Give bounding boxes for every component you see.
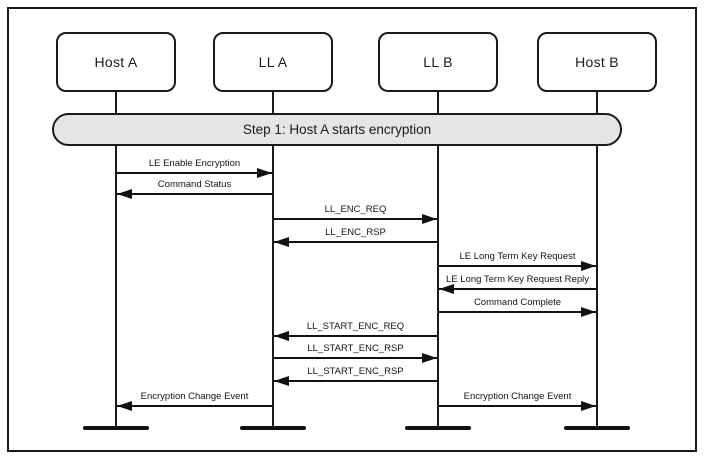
message-arrowhead-icon bbox=[581, 260, 596, 271]
actor-box-ll-b: LL B bbox=[378, 32, 498, 92]
message-arrowhead-icon bbox=[257, 167, 272, 178]
actor-box-host-b: Host B bbox=[537, 32, 657, 92]
message-arrow-line bbox=[274, 241, 437, 243]
message-arrowhead-icon bbox=[117, 400, 132, 411]
actor-box-ll-a: LL A bbox=[213, 32, 333, 92]
message-arrow-line bbox=[274, 380, 437, 382]
message-label: LL_START_ENC_RSP bbox=[307, 343, 404, 354]
message-label: LL_START_ENC_REQ bbox=[306, 321, 405, 332]
lifeline-ll-b bbox=[437, 92, 439, 428]
message-label: Encryption Change Event bbox=[463, 391, 572, 402]
lifeline-ll-a bbox=[272, 92, 274, 428]
actor-label: Host A bbox=[94, 54, 138, 70]
message-arrowhead-icon bbox=[581, 306, 596, 317]
actor-label: Host B bbox=[575, 54, 619, 70]
actor-label: LL B bbox=[423, 54, 453, 70]
message-label: Encryption Change Event bbox=[140, 391, 249, 402]
message-arrow-line bbox=[439, 265, 596, 267]
step-banner-label: Step 1: Host A starts encryption bbox=[242, 122, 432, 137]
message-label: LL_ENC_RSP bbox=[325, 227, 386, 238]
lifeline-end-bar-ll-b bbox=[405, 426, 471, 430]
message-arrowhead-icon bbox=[274, 375, 289, 386]
message-arrow-line bbox=[117, 405, 272, 407]
message-arrow-line bbox=[117, 193, 272, 195]
step-banner: Step 1: Host A starts encryption bbox=[52, 113, 622, 146]
lifeline-host-b bbox=[596, 92, 598, 428]
lifeline-host-a bbox=[115, 92, 117, 428]
message-label: LL_ENC_REQ bbox=[324, 204, 387, 215]
message-label: LE Enable Encryption bbox=[148, 158, 241, 169]
message-arrow-line bbox=[439, 311, 596, 313]
message-arrowhead-icon bbox=[422, 213, 437, 224]
message-arrow-line bbox=[439, 405, 596, 407]
message-label: LL_START_ENC_RSP bbox=[307, 366, 404, 377]
message-arrowhead-icon bbox=[274, 330, 289, 341]
message-arrowhead-icon bbox=[581, 400, 596, 411]
message-label: LE Long Term Key Request bbox=[459, 251, 576, 262]
message-label: LE Long Term Key Request Reply bbox=[446, 274, 589, 285]
lifeline-end-bar-host-b bbox=[564, 426, 630, 430]
message-label: Command Complete bbox=[473, 297, 562, 308]
message-arrow-line bbox=[274, 357, 437, 359]
message-arrowhead-icon bbox=[439, 283, 454, 294]
message-label: Command Status bbox=[157, 179, 232, 190]
message-arrow-line bbox=[274, 335, 437, 337]
message-arrowhead-icon bbox=[422, 352, 437, 363]
actor-label: LL A bbox=[258, 54, 288, 70]
lifeline-end-bar-host-a bbox=[83, 426, 149, 430]
message-arrowhead-icon bbox=[117, 188, 132, 199]
lifeline-end-bar-ll-a bbox=[240, 426, 306, 430]
message-arrowhead-icon bbox=[274, 236, 289, 247]
message-arrow-line bbox=[439, 288, 596, 290]
actor-box-host-a: Host A bbox=[56, 32, 176, 92]
message-arrow-line bbox=[117, 172, 272, 174]
message-arrow-line bbox=[274, 218, 437, 220]
